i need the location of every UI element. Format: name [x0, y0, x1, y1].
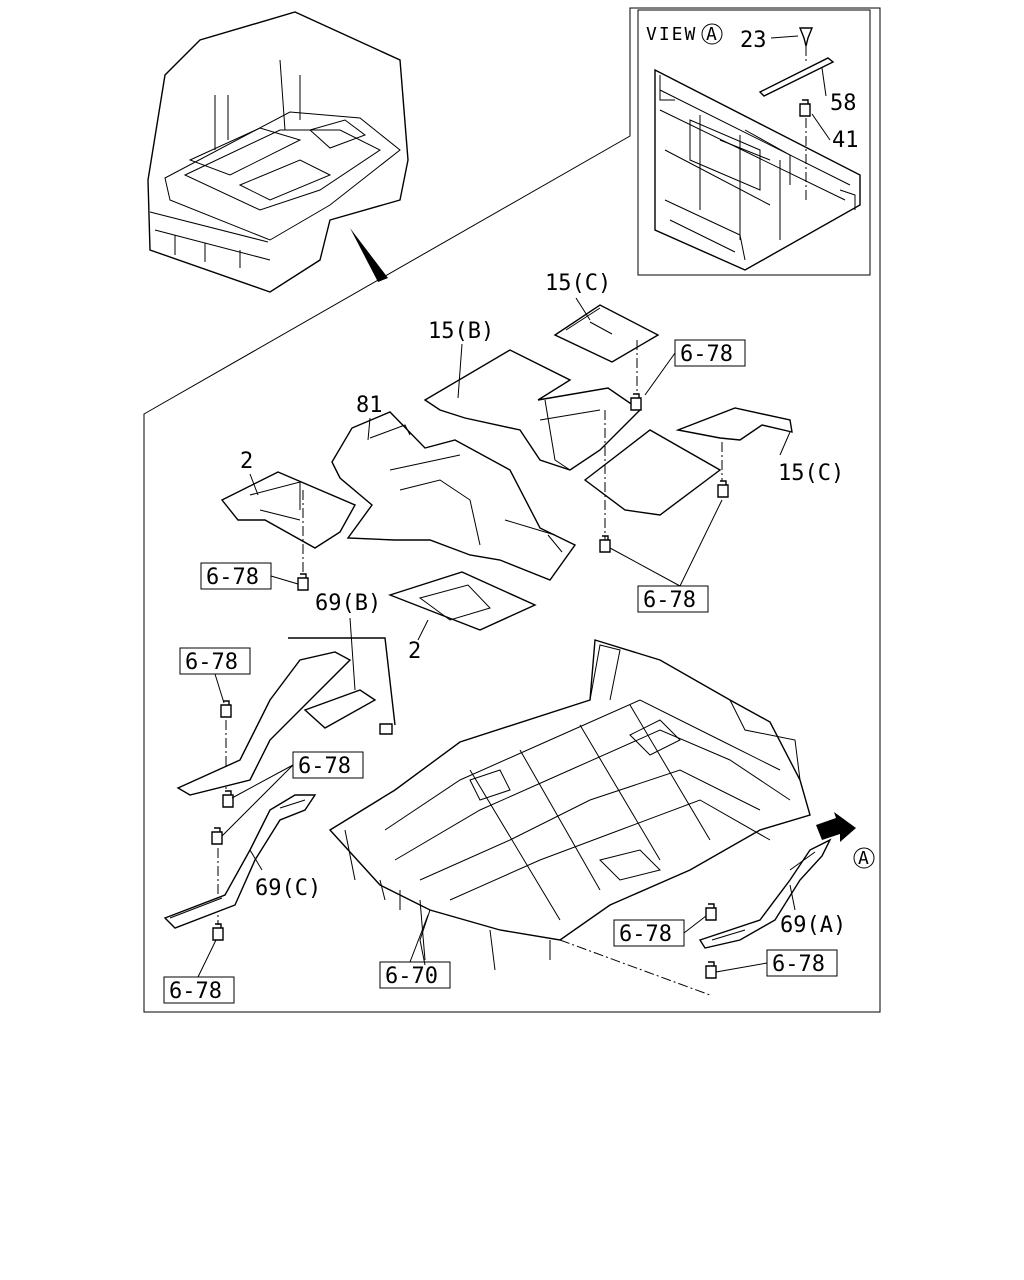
ref-label-5: 6-78	[298, 754, 351, 779]
view-arrow	[350, 228, 388, 282]
view-title: VIEW	[646, 24, 697, 45]
part-15b	[423, 349, 642, 471]
callout-2-bottom: 2	[408, 639, 421, 664]
callout-69b: 69(B)	[315, 591, 381, 616]
view-a-marker: A	[858, 848, 871, 869]
callout-69c: 69(C)	[255, 876, 321, 901]
ref-box-3[interactable]	[637, 585, 709, 613]
view-a-direction-arrow	[816, 812, 856, 842]
ref-label-7: 6-78	[772, 952, 825, 977]
callout-41: 41	[832, 128, 859, 153]
part-69c-step	[163, 794, 317, 929]
ref-box-9[interactable]	[379, 961, 451, 989]
part-41-clip	[799, 99, 811, 117]
view-a-floor-frame	[654, 68, 861, 271]
callout-2-left: 2	[240, 449, 253, 474]
view-marker-circle	[701, 23, 723, 45]
callout-81: 81	[356, 393, 383, 418]
ref-label-2: 6-78	[206, 565, 259, 590]
callout-69a: 69(A)	[780, 913, 846, 938]
callout-23: 23	[740, 28, 767, 53]
clip-markers	[211, 393, 729, 979]
callout-15b: 15(B)	[428, 319, 494, 344]
ref-label-4: 6-78	[185, 650, 238, 675]
part-23-screw	[798, 27, 814, 47]
part-81-tunnel	[331, 411, 577, 581]
part-69a-step	[698, 838, 832, 949]
ref-label-1: 6-78	[680, 342, 733, 367]
ref-label-3: 6-78	[643, 588, 696, 613]
part-15-rear-floor	[583, 429, 722, 516]
ref-label-9: 6-70	[385, 964, 438, 989]
part-15c-right	[675, 407, 793, 441]
part-58-strip	[758, 57, 835, 97]
part-69b-trim	[176, 637, 396, 796]
callout-15c-top: 15(C)	[545, 271, 611, 296]
callout-58: 58	[830, 91, 857, 116]
ref-box-8[interactable]	[163, 976, 235, 1004]
ref-label-8: 6-78	[169, 979, 222, 1004]
cab-overview-sketch	[147, 11, 409, 293]
part-15c-top	[553, 304, 660, 363]
view-a-frame	[637, 9, 871, 276]
floor-assembly	[328, 639, 811, 971]
view-marker: A	[706, 24, 719, 45]
part-2-left	[220, 471, 356, 549]
callout-15c-right: 15(C)	[778, 461, 844, 486]
view-a-marker-circle	[853, 847, 875, 869]
ref-label-6: 6-78	[619, 922, 672, 947]
main-frame	[143, 7, 881, 1013]
part-2-bottom	[387, 571, 537, 631]
